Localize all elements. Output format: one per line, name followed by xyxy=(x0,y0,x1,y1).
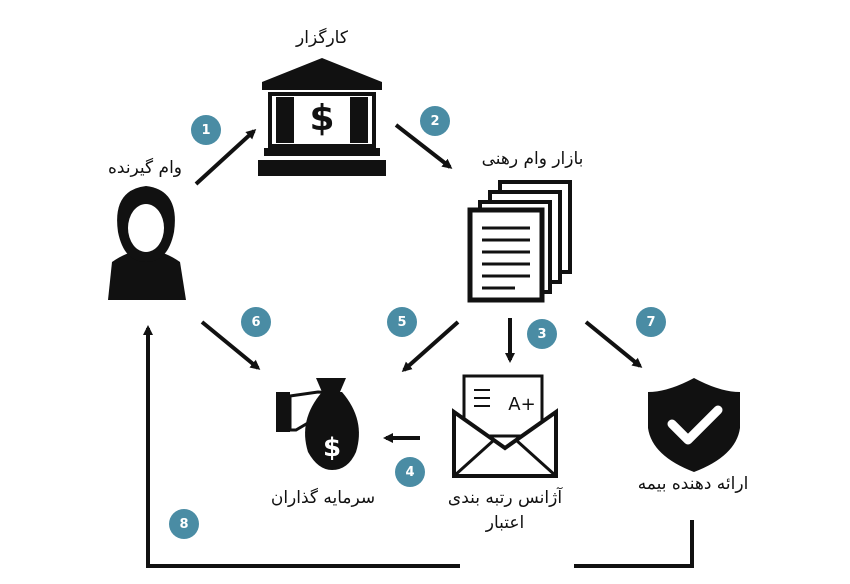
envelope-grade-icon: A+ xyxy=(452,374,558,478)
rating-agency-label-line2: اعتبار xyxy=(485,513,525,533)
arrow-market-to-insurer xyxy=(584,320,643,368)
insurer-label: ارائه دهنده بیمه xyxy=(637,474,749,494)
mortgage-market-label: بازار وام رهنی xyxy=(481,149,584,169)
arrow-borrower-to-broker xyxy=(194,128,257,186)
investors-label: سرمایه گذاران xyxy=(270,488,376,508)
arrow-broker-to-market xyxy=(394,123,453,169)
borrower-label: وام گیرنده xyxy=(107,158,183,178)
grade-glyph: A+ xyxy=(508,394,535,415)
person-silhouette-icon xyxy=(108,186,186,300)
step-badge-4: 4 xyxy=(395,457,425,487)
rating-agency-label-line1: آژانس رتبه بندی xyxy=(447,488,563,508)
shield-check-icon xyxy=(648,378,740,472)
dollar-glyph: $ xyxy=(309,98,334,139)
step-badge-8: 8 xyxy=(169,509,199,539)
bank-dollar-icon: $ xyxy=(258,58,386,176)
step-badge-3: 3 xyxy=(527,319,557,349)
document-stack-icon xyxy=(467,180,572,303)
step-badge-1: 1 xyxy=(191,115,221,145)
step-badge-7: 7 xyxy=(636,307,666,337)
bottom-line-gap xyxy=(460,560,574,572)
arrow-insurer-to-borrower xyxy=(143,325,694,568)
dollar-glyph-bag: $ xyxy=(323,433,341,463)
step-badge-6: 6 xyxy=(241,307,271,337)
arrow-borrower-to-investors xyxy=(200,320,261,370)
step-badge-2: 2 xyxy=(420,106,450,136)
broker-label: کارگزار xyxy=(296,28,348,48)
step-badge-5: 5 xyxy=(387,307,417,337)
arrow-market-to-investors xyxy=(401,320,460,372)
hand-money-bag-icon: $ xyxy=(276,378,359,470)
flow-arrows xyxy=(143,123,694,568)
